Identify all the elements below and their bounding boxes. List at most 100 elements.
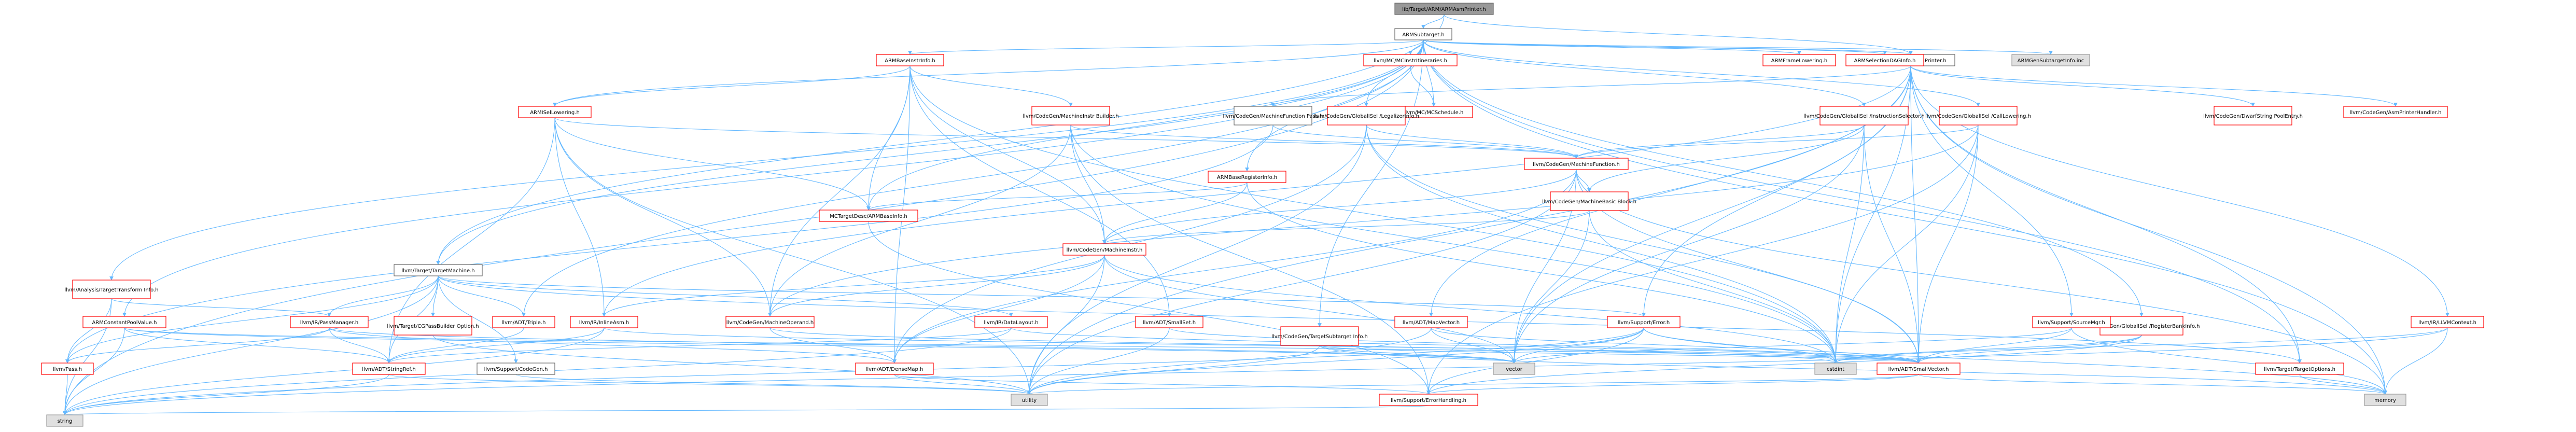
node-machineinstrbuilder[interactable]: llvm/CodeGen/MachineInstr Builder.h [1023,106,1119,126]
node-machinefunction[interactable]: llvm/CodeGen/MachineFunction.h [1524,158,1629,170]
node-inlineasm[interactable]: llvm/IR/InlineAsm.h [570,316,638,328]
graph-edges [63,14,2449,415]
edge-asmprinter-to-machinefunctionpass [1271,65,1911,107]
edge-smallvector-to-errorhandling [1426,374,1919,395]
node-armgensubtargetinfo[interactable]: ARMGenSubtargetInfo.inc [2011,54,2090,66]
edge-instructionselector-to-cstdint [1833,124,1865,364]
node-sourcemgr[interactable]: llvm/Support/SourceMgr.h [2032,316,2111,328]
node-vector[interactable]: vector [1493,363,1535,375]
edge-armbaseregisterinfo-to-machineinstr [1102,182,1248,244]
edge-machineinstr-to-densemap [892,255,1105,364]
node-label-machineinstrbuilder: llvm/CodeGen/MachineInstr Builder.h [1023,114,1118,119]
node-machinebasicblock[interactable]: llvm/CodeGen/MachineBasic Block.h [1542,191,1636,211]
edge-armbaseinstrinfo-to-cstdint [909,65,1838,364]
node-stringref[interactable]: llvm/ADT/StringRef.h [352,363,426,375]
node-armconstantpool[interactable]: ARMConstantPoolValue.h [82,316,166,328]
node-machineoperand[interactable]: llvm/CodeGen/MachineOperand.h [725,316,815,328]
node-densemap[interactable]: llvm/ADT/DenseMap.h [855,363,934,375]
node-mctargetdesc[interactable]: MCTargetDesc/ARMBaseInfo.h [819,210,918,222]
edge-legalizerinfo-to-machinefunction [1366,124,1578,159]
node-armisellowering[interactable]: ARMISelLowering.h [518,106,592,118]
node-root[interactable]: lib/Target/ARM/ARMAsmPrinter.h [1394,3,1494,15]
node-smallvector[interactable]: llvm/ADT/SmallVector.h [1877,363,1961,375]
edge-asmprinter-to-sourcemgr [1910,65,2074,317]
node-mcinstrItineraries[interactable]: llvm/MC/MCInstrItineraries.h [1363,54,1458,66]
node-cgpassbuilder[interactable]: llvm/Target/CGPassBuilder Option.h [387,316,479,336]
node-targettransforminfo[interactable]: llvm/Analysis/TargetTransform Info.h [64,280,159,299]
node-string[interactable]: string [46,414,83,427]
edge-machinefunctionpass-to-machinefunction [1272,124,1578,159]
node-armbaseregisterinfo[interactable]: ARMBaseRegisterInfo.h [1208,171,1286,183]
node-armsubtarget[interactable]: ARMSubtarget.h [1394,28,1452,40]
edge-asmprinter-to-dwarfstringpool [1910,65,2255,107]
edge-smallset-to-utility [1027,327,1170,395]
node-cstdint[interactable]: cstdint [1814,363,1857,375]
node-label-targetsubtarget: llvm/CodeGen/TargetSubtarget Info.h [1271,334,1368,340]
node-machinefunctionpass[interactable]: llvm/CodeGen/MachineFunction Pass.h [1223,106,1323,126]
node-label-errorhandling: llvm/Support/ErrorHandling.h [1391,398,1466,403]
node-datalayout[interactable]: llvm/IR/DataLayout.h [974,316,1048,328]
node-armselectiondag[interactable]: ARMSelectionDAGInfo.h [1845,54,1924,66]
edge-asmprinter-to-targetoptions [1910,65,2302,364]
node-label-machineinstr: llvm/CodeGen/MachineInstr.h [1067,247,1143,253]
node-targetoptions[interactable]: llvm/Target/TargetOptions.h [2255,363,2344,375]
node-utility[interactable]: utility [1011,394,1048,406]
node-legalizerinfo[interactable]: llvm/CodeGen/GlobalISel /LegalizerInfo.h [1313,106,1419,126]
edge-machineinstr-to-machineoperand [768,255,1105,317]
node-mapvector[interactable]: llvm/ADT/MapVector.h [1394,316,1468,328]
node-label-codegen: llvm/Support/CodeGen.h [484,367,548,372]
node-label-machineoperand: llvm/CodeGen/MachineOperand.h [726,320,814,326]
edge-inlineasm-to-string [63,327,605,415]
edge-legalizerinfo-to-cstdint [1366,124,1838,364]
node-smallset[interactable]: llvm/ADT/SmallSet.h [1135,316,1203,328]
node-passmanager[interactable]: llvm/IR/PassManager.h [290,316,369,328]
node-armframelowering[interactable]: ARMFrameLowering.h [1762,54,1836,66]
edge-asmprinter-to-supporterror [1642,65,1911,317]
graph-nodes: lib/Target/ARM/ARMAsmPrinter.hARMSubtarg… [41,3,2484,427]
node-asmprinterhandler[interactable]: llvm/CodeGen/AsmPrinterHandler.h [2343,106,2448,118]
edge-armbaseinstrinfo-to-machineinstr [909,65,1107,244]
edge-armsubtarget-to-armconstantpool [122,39,1424,317]
node-instructionselector[interactable]: llvm/CodeGen/GlobalISel /InstructionSele… [1803,106,1925,126]
edge-asmprinter-to-smallvector [1910,65,1921,364]
node-memory[interactable]: memory [2364,394,2406,406]
edge-armbaseinstrinfo-to-machineinstrbuilder [909,65,1073,107]
node-triple[interactable]: llvm/ADT/Triple.h [492,316,555,328]
node-armbaseinstrinfo[interactable]: ARMBaseInstrInfo.h [876,54,944,66]
node-targetmachine[interactable]: llvm/Target/TargetMachine.h [394,264,483,276]
edge-registerbankinfo-to-cstdint [1833,335,2142,364]
node-supporterror[interactable]: llvm/Support/Error.h [1607,316,1681,328]
edge-armisellowering-to-inlineasm [554,117,606,317]
edge-targetmachine-to-pass [65,275,439,364]
node-llvmcontext[interactable]: llvm/IR/LLVMContext.h [2411,316,2484,328]
edge-passmanager-to-densemap [329,327,897,364]
node-pass[interactable]: llvm/Pass.h [41,363,94,375]
edge-densemap-to-utility [894,374,1031,395]
node-label-mcschedule: llvm/MC/MCSchedule.h [1404,110,1464,116]
node-label-mcinstrItineraries: llvm/MC/MCInstrItineraries.h [1374,58,1447,64]
edge-instructionselector-to-vector [1512,124,1865,364]
edge-armsubtarget-to-asmprinter [1423,39,1913,55]
edge-llvmcontext-to-memory [2383,327,2448,395]
node-label-asmprinterhandler: llvm/CodeGen/AsmPrinterHandler.h [2350,110,2442,116]
edge-inlineasm-to-stringref [387,327,605,364]
edge-asmprinter-to-mapvector [1429,65,1911,317]
node-errorhandling[interactable]: llvm/Support/ErrorHandling.h [1379,394,1478,406]
node-targetsubtarget[interactable]: llvm/CodeGen/TargetSubtarget Info.h [1271,326,1368,346]
node-dwarfstringpool[interactable]: llvm/CodeGen/DwarfString PoolEntry.h [2203,106,2303,126]
node-label-mctargetdesc: MCTargetDesc/ARMBaseInfo.h [830,214,907,219]
node-label-supporterror: llvm/Support/Error.h [1618,320,1670,326]
edge-machineinstr-to-inlineasm [602,255,1105,317]
edge-targetsubtarget-to-vector [1319,345,1516,364]
node-calllowering[interactable]: llvm/CodeGen/GlobalISel /CallLowering.h [1925,106,2031,126]
node-label-instructionselector: llvm/CodeGen/GlobalISel /InstructionSele… [1803,114,1925,119]
edge-stringref-to-utility [388,374,1031,395]
edge-supporterror-to-memory [1643,327,2387,395]
node-codegen[interactable]: llvm/Support/CodeGen.h [477,363,555,375]
node-machineinstr[interactable]: llvm/CodeGen/MachineInstr.h [1062,243,1146,256]
node-label-dwarfstringpool: llvm/CodeGen/DwarfString PoolEntry.h [2203,114,2303,119]
edge-armconstantpool-to-smallvector [124,327,1921,364]
edge-machinefunctionpass-to-pass [65,124,1273,364]
edge-targetmachine-to-targetoptions [438,275,2302,364]
node-label-targettransforminfo: llvm/Analysis/TargetTransform Info.h [64,287,158,293]
